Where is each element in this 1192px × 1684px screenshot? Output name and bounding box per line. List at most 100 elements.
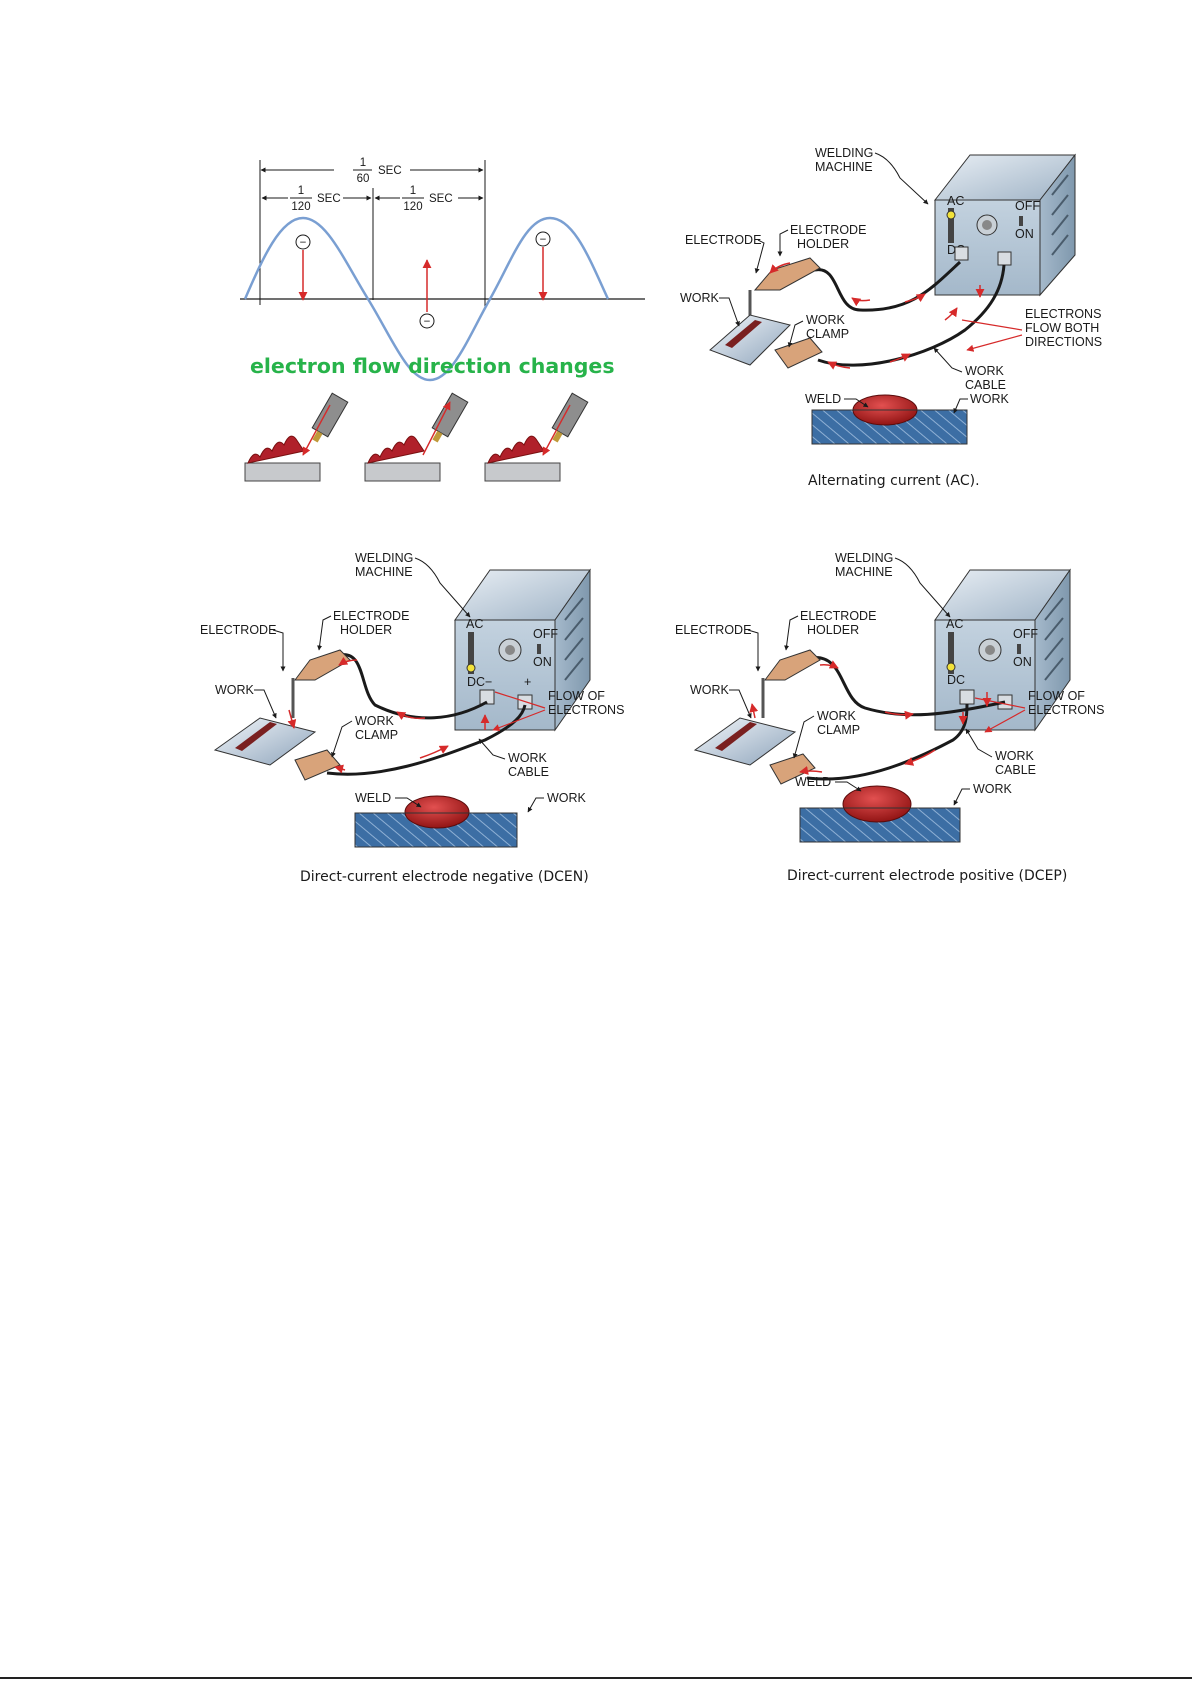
- label-work-clamp-2: CLAMP: [355, 728, 398, 742]
- svg-text:ON: ON: [1015, 227, 1034, 241]
- label-electrode-holder-2: HOLDER: [340, 623, 392, 637]
- label-electrode: ELECTRODE: [675, 623, 751, 637]
- svg-text:OFF: OFF: [533, 627, 558, 641]
- svg-text:AC: AC: [946, 617, 963, 631]
- work-plate: [709, 314, 791, 366]
- label-welding-machine: WELDING: [835, 551, 893, 565]
- label-work-clamp-2: CLAMP: [806, 327, 849, 341]
- svg-text:OFF: OFF: [1013, 627, 1038, 641]
- label-electrode-holder-2: HOLDER: [797, 237, 849, 251]
- label-work: WORK: [690, 683, 730, 697]
- half-period-right-label: 1 120 SEC: [402, 185, 453, 213]
- page-bottom-rule: [0, 1677, 1192, 1679]
- label-work-plate: WORK: [970, 392, 1010, 406]
- label-welding-machine-2: MACHINE: [815, 160, 873, 174]
- electron-right: −: [535, 231, 551, 301]
- label-work-cable-2: CABLE: [995, 763, 1036, 777]
- svg-text:+: +: [524, 675, 531, 689]
- label-welding-machine-2: MACHINE: [355, 565, 413, 579]
- label-flow-1: FLOW OF: [548, 689, 605, 703]
- label-work-cable: WORK: [965, 364, 1005, 378]
- ac-caption: Alternating current (AC).: [808, 473, 980, 489]
- svg-text:120: 120: [291, 201, 310, 213]
- label-work-cable: WORK: [508, 751, 548, 765]
- svg-text:ON: ON: [1013, 655, 1032, 669]
- period-numerator: 1: [360, 157, 366, 169]
- svg-text:ON: ON: [533, 655, 552, 669]
- label-electrons-2: FLOW BOTH: [1025, 321, 1099, 335]
- work-plate: [213, 717, 317, 766]
- label-flow-1: FLOW OF: [1028, 689, 1085, 703]
- label-welding-machine: WELDING: [815, 146, 873, 160]
- label-work-cable-2: CABLE: [508, 765, 549, 779]
- label-electrons-3: DIRECTIONS: [1025, 335, 1102, 349]
- electron-flow-arrows: [769, 262, 985, 370]
- label-work-clamp: WORK: [817, 709, 857, 723]
- electrode-holder: [291, 649, 351, 718]
- label-electrode: ELECTRODE: [685, 233, 761, 247]
- welding-machine: AC DC OFF ON − +: [454, 568, 591, 732]
- svg-text:1: 1: [298, 185, 304, 197]
- svg-text:SEC: SEC: [317, 193, 341, 205]
- work-cable: [817, 264, 1006, 367]
- label-electrode: ELECTRODE: [200, 623, 276, 637]
- label-work-clamp-2: CLAMP: [817, 723, 860, 737]
- label-work-clamp: WORK: [355, 714, 395, 728]
- work-clamp: [769, 753, 816, 785]
- dcep-caption: Direct-current electrode positive (DCEP): [787, 868, 1067, 884]
- label-electrons-1: ELECTRONS: [1025, 307, 1101, 321]
- period-denominator: 60: [357, 173, 370, 185]
- weld-cross-section: [799, 785, 961, 843]
- electrode-holder: [761, 649, 821, 718]
- electrode-cable: [814, 260, 962, 312]
- svg-text:AC: AC: [947, 194, 964, 208]
- work-plate: [693, 717, 797, 766]
- svg-text:−: −: [424, 316, 431, 328]
- label-work: WORK: [680, 291, 720, 305]
- svg-text:−: −: [485, 675, 492, 689]
- svg-text:AC: AC: [466, 617, 483, 631]
- label-electrode-holder: ELECTRODE: [333, 609, 409, 623]
- label-weld: WELD: [795, 775, 831, 789]
- dcen-caption: Direct-current electrode negative (DCEN): [300, 869, 589, 885]
- period-label: 1 60 SEC: [353, 157, 402, 185]
- label-weld: WELD: [805, 392, 841, 406]
- work-cable: [326, 704, 527, 776]
- weld-scene-2: [364, 392, 469, 482]
- electron-left: −: [295, 234, 311, 301]
- dcen-machine-panel: AC DC OFF ON − + WELDING MACHINE ELEC: [200, 551, 624, 885]
- svg-text:OFF: OFF: [1015, 199, 1040, 213]
- ac-waveform-panel: 1 60 SEC 1 120 SEC 1 120 SEC − − − elect…: [240, 157, 645, 482]
- svg-text:DC: DC: [467, 675, 485, 689]
- svg-text:−: −: [300, 237, 307, 249]
- weld-cross-section: [811, 394, 968, 445]
- label-work-cable: WORK: [995, 749, 1035, 763]
- label-weld: WELD: [355, 791, 391, 805]
- sine-wave: [243, 216, 610, 382]
- welding-machine: AC DC OFF ON: [933, 153, 1077, 297]
- label-work-plate: WORK: [973, 782, 1013, 796]
- svg-text:DC: DC: [947, 673, 965, 687]
- svg-text:120: 120: [403, 201, 422, 213]
- label-flow-2: ELECTRONS: [1028, 703, 1104, 717]
- label-work: WORK: [215, 683, 255, 697]
- ac-machine-panel: AC DC OFF ON WELDING MACHIN: [680, 146, 1102, 489]
- electron-flow-arrows: [749, 660, 992, 775]
- work-clamp: [774, 337, 823, 369]
- label-electrode-holder-2: HOLDER: [807, 623, 859, 637]
- period-unit: SEC: [378, 165, 402, 177]
- half-period-left-label: 1 120 SEC: [290, 185, 341, 213]
- electron-center: −: [419, 259, 435, 329]
- dcep-machine-panel: AC DC OFF ON WELDING MACHINE ELECTRODE: [675, 551, 1104, 884]
- weld-cross-section: [354, 795, 518, 848]
- label-welding-machine: WELDING: [355, 551, 413, 565]
- svg-text:1: 1: [410, 185, 416, 197]
- period-dimension: [259, 160, 486, 310]
- electron-flow-caption: electron flow direction changes: [250, 354, 615, 378]
- weld-scene-1: [244, 392, 349, 482]
- svg-text:−: −: [540, 234, 547, 246]
- electron-flow-arrows: [287, 656, 490, 774]
- electrode-cable: [339, 653, 488, 720]
- svg-text:SEC: SEC: [429, 193, 453, 205]
- label-work-cable-2: CABLE: [965, 378, 1006, 392]
